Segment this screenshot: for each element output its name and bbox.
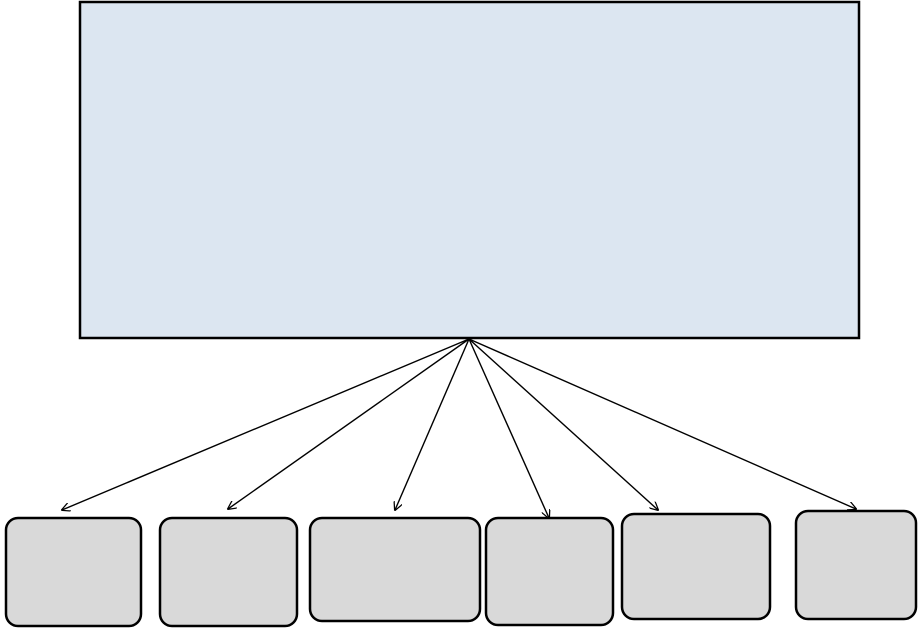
connector-5: [468, 338, 658, 510]
child-box: [484, 516, 615, 627]
child-node: [4, 516, 143, 628]
child-node: [158, 516, 299, 628]
root-box: [78, 0, 861, 340]
child-node: [308, 516, 482, 623]
connector-3: [395, 338, 470, 510]
child-box: [308, 516, 482, 623]
connector-2: [228, 338, 470, 509]
child-node: [794, 509, 918, 621]
child-box: [794, 509, 918, 621]
child-nodes: [4, 509, 918, 628]
connector-1: [62, 338, 470, 510]
connectors: [62, 338, 856, 518]
child-box: [4, 516, 143, 628]
child-box: [620, 512, 772, 621]
child-box: [158, 516, 299, 628]
connector-6: [468, 338, 856, 509]
child-node: [620, 512, 772, 621]
connector-4: [468, 338, 549, 518]
root-node: [78, 0, 861, 340]
child-node: [484, 516, 615, 627]
